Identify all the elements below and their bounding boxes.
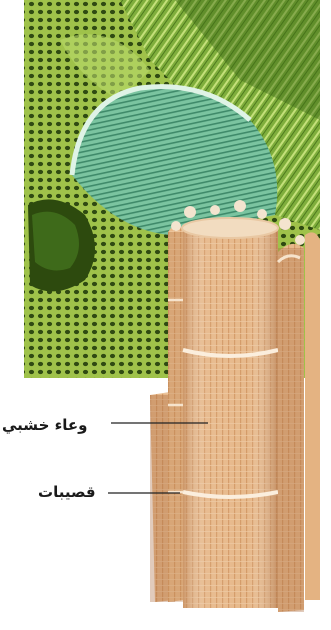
xylem-vessel [182, 218, 278, 608]
tracheids-label: قصيبات [38, 483, 96, 501]
vessel-label: وعاء خشبي [2, 416, 87, 434]
right-tracheid [278, 232, 320, 612]
